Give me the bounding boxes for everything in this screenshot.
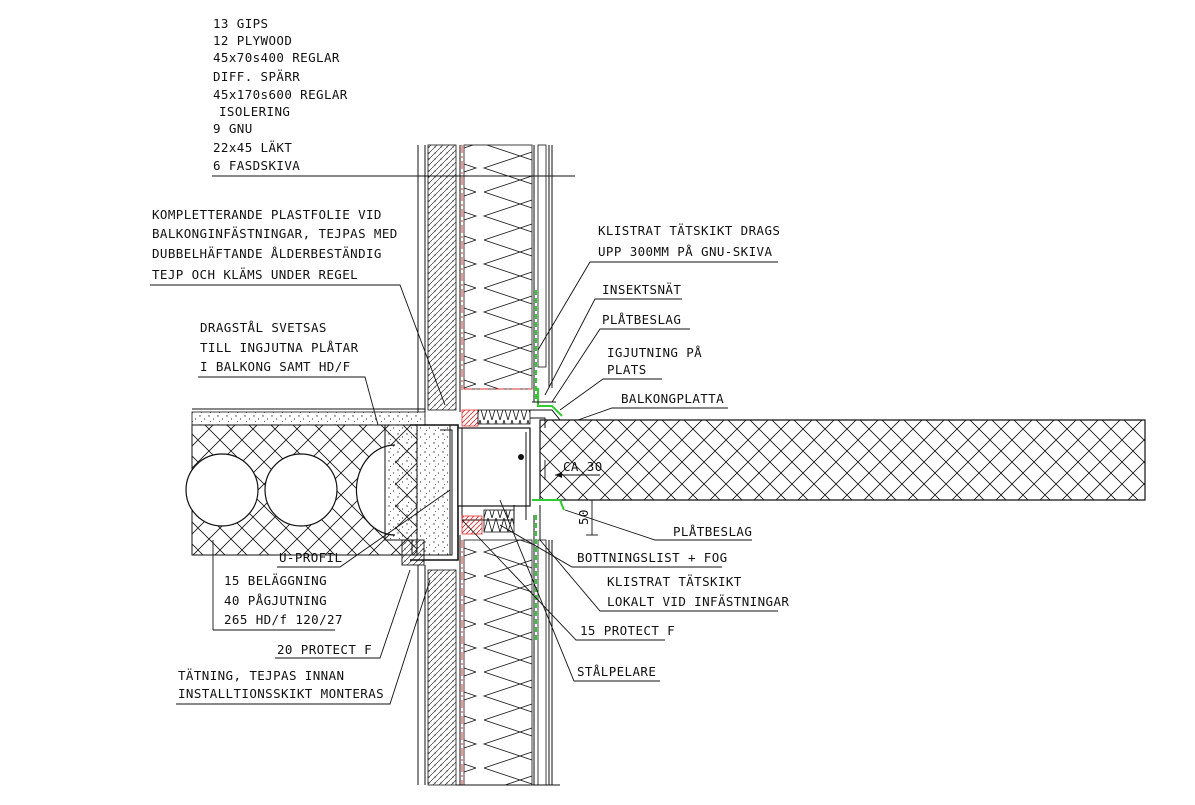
stalpelare-label: STÅLPELARE [577, 664, 656, 679]
dragstal-line-2: TILL INGJUTNA PLÅTAR [200, 340, 359, 355]
note-protect15: 15 PROTECT F [461, 519, 675, 641]
layer-9: 6 FASDSKIVA [213, 158, 300, 173]
klistrat-bottom-line-1: KLISTRAT TÄTSKIKT [607, 574, 742, 589]
dragstal-line-3: I BALKONG SAMT HD/F [200, 359, 351, 374]
wall-upper [417, 144, 553, 412]
klistrat-top-line-2: UPP 300MM PÅ GNU-SKIVA [598, 244, 772, 259]
plastfolie-line-4: TEJP OCH KLÄMS UNDER REGEL [152, 267, 358, 282]
tatning-line-1: TÄTNING, TEJPAS INNAN [178, 668, 344, 683]
platbeslag-top-label: PLÅTBESLAG [602, 312, 681, 327]
note-klistrat-top: KLISTRAT TÄTSKIKT DRAGS UPP 300MM PÅ GNU… [537, 223, 780, 351]
floor-line-2: 40 PÅGJUTNING [224, 593, 327, 608]
protect20-label: 20 PROTECT F [277, 642, 372, 657]
note-klistrat-bottom: KLISTRAT TÄTSKIKT LOKALT VID INFÄSTNINGA… [539, 539, 789, 612]
note-plastfolie: KOMPLETTERANDE PLASTFOLIE VID BALKONGINF… [150, 207, 446, 406]
layer-1: 13 GIPS [213, 16, 268, 31]
floor-line-3: 265 HD/f 120/27 [224, 612, 343, 627]
uprofil-label: U-PROFIL [279, 550, 342, 565]
fire-insulation-top [461, 409, 479, 427]
fire-insulation-bottom [461, 515, 483, 535]
layer-8: 22x45 LÄKT [213, 140, 292, 155]
layer-3: 45x70s400 REGLAR [213, 50, 340, 65]
dimension-ca30: CA 30 [544, 459, 603, 480]
note-platbeslag-top: PLÅTBESLAG [551, 312, 690, 403]
layer-2: 12 PLYWOOD [213, 33, 292, 48]
tatning-line-2: INSTALLTIONSSKIKT MONTERAS [178, 686, 384, 701]
klistrat-top-line-1: KLISTRAT TÄTSKIKT DRAGS [598, 223, 780, 238]
note-igjutning: IGJUTNING PÅ PLATS [559, 345, 702, 411]
layer-5: 45x170s600 REGLAR [213, 87, 348, 102]
plastfolie-line-2: BALKONGINFÄSTNINGAR, TEJPAS MED [152, 226, 398, 241]
note-balkongplatta: BALKONGPLATTA [577, 391, 728, 421]
note-stalpelare: STÅLPELARE [499, 499, 660, 682]
steel-column [457, 427, 531, 521]
klistrat-bottom-line-2: LOKALT VID INFÄSTNINGAR [607, 594, 789, 609]
layer-7: 9 GNU [213, 121, 253, 136]
balkongplatta-label: BALKONGPLATTA [621, 391, 724, 406]
layer-6: ISOLERING [219, 104, 290, 119]
layer-list: 13 GIPS 12 PLYWOOD 45x70s400 REGLAR DIFF… [212, 16, 575, 177]
joint-concrete [384, 424, 451, 556]
dim50-label: 50 [576, 509, 591, 525]
protect15-label: 15 PROTECT F [580, 623, 675, 638]
note-protect20: 20 PROTECT F [275, 569, 411, 659]
dragstal-line-1: DRAGSTÅL SVETSAS [200, 320, 327, 335]
note-tatning: TÄTNING, TEJPAS INNAN INSTALLTIONSSKIKT … [176, 579, 431, 705]
wall-lower [417, 515, 560, 786]
insektsnat-label: INSEKTSNÄT [602, 282, 681, 297]
ca30-label: CA 30 [563, 459, 603, 474]
bottom-sill [483, 509, 515, 533]
balcony-slab [518, 409, 1146, 501]
note-platbeslag-bottom: PLÅTBESLAG [564, 509, 752, 541]
note-floor: 15 BELÄGGNING 40 PÅGJUTNING 265 HD/f 120… [212, 540, 343, 631]
bottningslist-label: BOTTNINGSLIST + FOG [577, 550, 728, 565]
dimension-50: 50 [576, 499, 598, 536]
plastfolie-line-1: KOMPLETTERANDE PLASTFOLIE VID [152, 207, 382, 222]
insect-net-top [477, 409, 531, 425]
floor-line-1: 15 BELÄGGNING [224, 573, 327, 588]
plastfolie-line-3: DUBBELHÄFTANDE ÅLDERBESTÄNDIG [152, 246, 382, 261]
note-insektsnat: INSEKTSNÄT [544, 282, 682, 396]
note-uprofil: U-PROFIL [277, 489, 451, 568]
layer-4: DIFF. SPÄRR [213, 69, 300, 84]
note-bottningslist: BOTTNINGSLIST + FOG [499, 524, 728, 568]
igjutning-line-1: IGJUTNING PÅ [607, 345, 702, 360]
igjutning-line-2: PLATS [607, 362, 647, 377]
platbeslag-bottom-label: PLÅTBESLAG [673, 524, 752, 539]
note-dragstal: DRAGSTÅL SVETSAS TILL INGJUTNA PLÅTAR I … [198, 320, 379, 426]
